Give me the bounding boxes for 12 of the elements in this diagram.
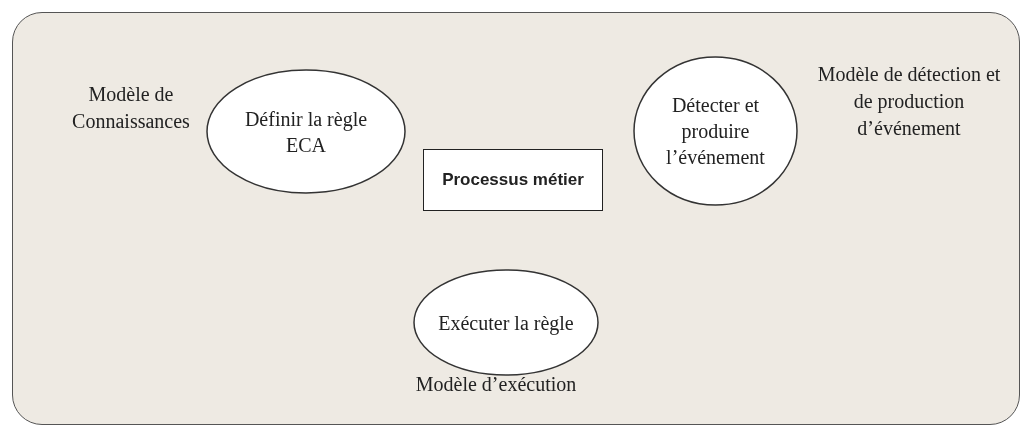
model-caption: Modèle de Connaissances [71,82,191,134]
model-caption: Modèle de détection et de production d’événement [816,62,1002,141]
node-label: Définir la règle ECA [243,106,369,158]
process-ellipse [633,56,798,206]
frame-box [12,12,1020,425]
node-label: Détecter et produire l’événement [665,93,766,170]
process-ellipse [206,69,406,194]
process-ellipse [413,269,599,376]
process-box [423,149,603,211]
node-label: Exécuter la règle [438,310,574,336]
model-caption: Modèle d’exécution [414,372,578,397]
box-label: Processus métier [442,168,584,191]
